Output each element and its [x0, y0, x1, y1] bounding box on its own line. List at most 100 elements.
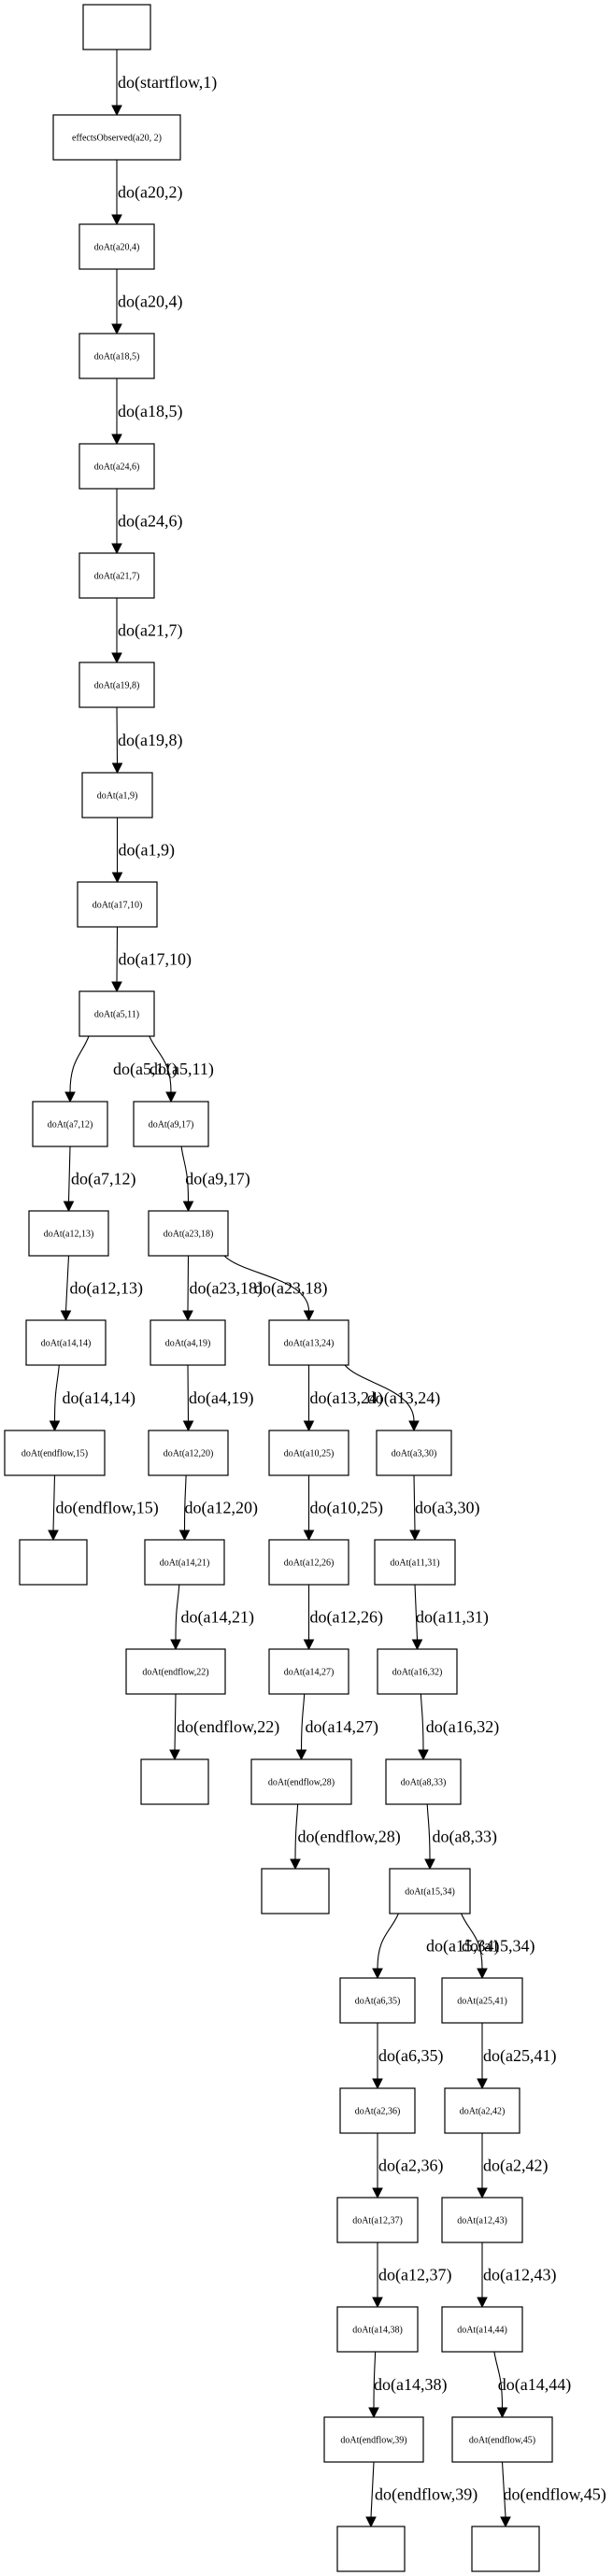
edge-label: do(a12,26) — [310, 1608, 383, 1628]
node-box — [78, 333, 155, 379]
node-box — [78, 552, 155, 599]
flow-edge: do(a14,27) — [295, 1693, 378, 1761]
node-box — [82, 4, 151, 50]
flow-edge: do(endflow,22) — [169, 1693, 279, 1761]
flow-edge: do(endflow,15) — [48, 1474, 159, 1542]
node-label: doAt(endflow,39) — [340, 2436, 406, 2446]
flow-node: effectsObserved(a20, 2) — [52, 114, 181, 161]
node-box — [261, 1868, 330, 1914]
node-box — [144, 1539, 225, 1586]
arrowhead-icon — [365, 2516, 377, 2528]
edge-label: do(a25,41) — [483, 2046, 556, 2066]
node-box — [441, 2306, 523, 2353]
arrowhead-icon — [295, 1749, 307, 1761]
arrowhead-icon — [477, 2187, 488, 2199]
flow-edge: do(a9,17) — [180, 1146, 250, 1213]
node-label: doAt(a15,34) — [405, 1887, 455, 1898]
edge-label: do(a23,18) — [190, 1279, 263, 1299]
arrowhead-icon — [477, 2297, 488, 2309]
flow-edge: do(a24,6) — [111, 489, 182, 555]
node-box — [78, 223, 155, 270]
node-label: doAt(a17,10) — [93, 901, 143, 911]
edge-label: do(a13,24) — [310, 1388, 383, 1408]
flow-edge: do(a23,18) — [182, 1255, 263, 1322]
node-box — [268, 1648, 349, 1695]
edge-label: do(a14,44) — [498, 2375, 571, 2395]
arrowhead-icon — [64, 1091, 76, 1103]
edge-line — [175, 1584, 180, 1641]
arrowhead-icon — [182, 1310, 193, 1322]
node-label: doAt(a5,11) — [94, 1010, 139, 1020]
flow-node: doAt(a14,38) — [336, 2306, 419, 2353]
flow-edge: do(a15,34) — [372, 1913, 499, 1980]
node-box — [250, 1758, 352, 1805]
edge-label: do(startflow,1) — [118, 73, 217, 93]
node-label: doAt(a12,37) — [352, 2216, 403, 2227]
arrowhead-icon — [111, 323, 122, 335]
arrowhead-icon — [169, 1749, 180, 1761]
edge-label: do(a12,37) — [378, 2266, 451, 2285]
edge-line — [294, 1803, 299, 1860]
edge-label: do(a13,24) — [367, 1388, 440, 1408]
flow-node: doAt(a18,5) — [78, 333, 155, 379]
flow-edge: do(a4,19) — [182, 1364, 253, 1432]
flow-edge: do(a11,31) — [411, 1584, 489, 1651]
flow-edge: do(a3,30) — [409, 1474, 479, 1542]
node-box — [451, 2416, 553, 2463]
edge-line — [223, 1255, 310, 1312]
flow-edge: do(a14,21) — [170, 1584, 254, 1651]
arrowhead-icon — [49, 1420, 61, 1432]
edge-label: do(endflow,28) — [298, 1828, 401, 1847]
arrowhead-icon — [372, 2297, 383, 2309]
node-label: doAt(a21,7) — [94, 572, 140, 582]
edge-label: do(a18,5) — [118, 402, 182, 421]
edge-line — [174, 1693, 177, 1751]
node-box — [377, 1648, 458, 1695]
flow-node: doAt(a12,43) — [441, 2197, 523, 2243]
node-box — [77, 881, 158, 928]
flow-edge: do(a15,34) — [461, 1913, 535, 1980]
arrowhead-icon — [500, 2516, 511, 2528]
node-box — [441, 2197, 523, 2243]
node-label: doAt(a18,5) — [94, 352, 140, 363]
node-label: doAt(endflow,28) — [268, 1778, 335, 1788]
flow-edge: do(a12,43) — [477, 2242, 556, 2309]
flow-node: doAt(a24,6) — [78, 443, 155, 490]
edge-line — [64, 1255, 70, 1312]
arrowhead-icon — [303, 1639, 315, 1651]
edge-label: do(a15,34) — [462, 1937, 535, 1957]
flow-node: doAt(a17,10) — [77, 881, 158, 928]
flow-node: doAt(a2,42) — [444, 2087, 520, 2134]
flow-node: doAt(endflow,39) — [323, 2416, 424, 2463]
flow-edge: do(a18,5) — [111, 378, 182, 446]
node-label: doAt(a7,12) — [48, 1120, 93, 1131]
flow-node: doAt(a4,19) — [150, 1319, 226, 1366]
flow-edge: do(a16,32) — [418, 1693, 499, 1761]
edge-line — [180, 1146, 190, 1203]
arrowhead-icon — [111, 872, 123, 884]
flow-edge: do(a10,25) — [303, 1475, 383, 1542]
arrowhead-icon — [111, 652, 122, 664]
node-box — [125, 1648, 226, 1695]
flow-edge: do(a14,44) — [493, 2351, 571, 2419]
edge-label: do(a1,9) — [119, 841, 175, 861]
edge-label: do(a8,33) — [433, 1828, 497, 1847]
flow-edge: do(a14,38) — [368, 2351, 447, 2419]
node-label: doAt(a14,44) — [457, 2326, 507, 2336]
flow-node: doAt(a25,41) — [441, 1977, 523, 2024]
edge-label: do(a9,17) — [185, 1170, 249, 1189]
terminal-node — [82, 4, 151, 50]
edge-line — [420, 1693, 424, 1751]
edge-label: do(a12,20) — [185, 1499, 258, 1518]
terminal-node — [140, 1758, 209, 1805]
edge-label: do(a5,11) — [150, 1060, 214, 1079]
arrowhead-icon — [368, 2407, 379, 2419]
edge-label: do(a14,27) — [306, 1717, 378, 1737]
arrowhead-icon — [111, 105, 122, 117]
flow-node: doAt(a12,20) — [148, 1430, 229, 1476]
node-box — [78, 443, 155, 490]
flow-edge: do(a20,4) — [111, 269, 182, 335]
edge-line — [187, 1255, 190, 1312]
flow-node: doAt(a11,31) — [374, 1539, 456, 1586]
node-label: doAt(a23,18) — [164, 1230, 214, 1240]
